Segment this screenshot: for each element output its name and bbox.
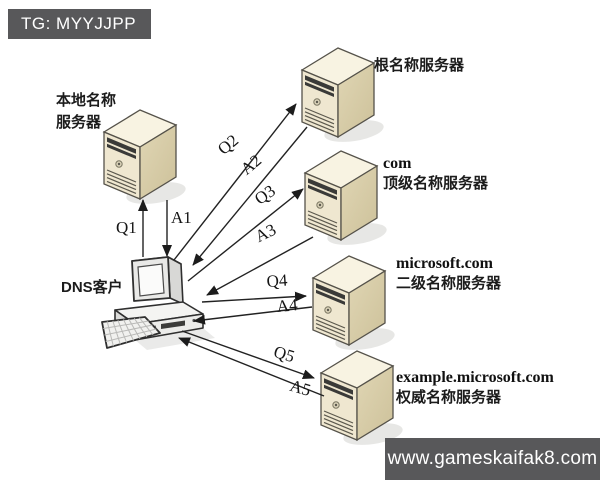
- local-name-server-icon: [103, 109, 188, 209]
- authoritative-server-title: example.microsoft.com: [396, 369, 554, 386]
- com-server-title: com: [383, 155, 412, 172]
- authoritative-server-label: example.microsoft.com 权威名称服务器: [396, 368, 554, 408]
- arrow-a5: [178, 337, 325, 397]
- root-server-label: 根名称服务器: [374, 57, 465, 74]
- arrow-a2: [192, 126, 308, 266]
- watermark-top-badge: TG: MYYJJPP: [8, 9, 151, 39]
- second-level-server-title: microsoft.com: [396, 255, 493, 272]
- second-level-server-icon: [312, 255, 397, 355]
- arrow-a4: [193, 306, 313, 325]
- second-level-server-subtitle: 二级名称服务器: [396, 275, 502, 292]
- second-level-server-label: microsoft.com 二级名称服务器: [396, 254, 501, 294]
- dns-client-label: DNS客户: [61, 279, 123, 296]
- computer-icon: [101, 256, 215, 350]
- local-server-label: 本地名称 服务器: [56, 90, 116, 134]
- arrow-label-a1: A1: [171, 208, 192, 227]
- arrow-label-q1: Q1: [116, 218, 137, 237]
- local-server-label-line1: 本地名称: [56, 92, 117, 109]
- arrow-label-q4: Q4: [266, 270, 289, 291]
- arrow-label-a4: A4: [276, 295, 299, 316]
- authoritative-server-icon: [320, 350, 405, 450]
- local-server-label-line2: 服务器: [56, 113, 102, 131]
- arrow-q5: [181, 330, 315, 380]
- com-server-label: com 顶级名称服务器: [383, 154, 488, 194]
- watermark-bottom-badge: www.gameskaifak8.com: [385, 438, 600, 480]
- com-server-subtitle: 顶级名称服务器: [383, 175, 489, 192]
- com-tld-server-icon: [304, 150, 389, 250]
- root-name-server-icon: [301, 47, 386, 147]
- arrow-q2: [173, 103, 297, 261]
- arrow-q4: [201, 291, 307, 303]
- arrow-q3: [187, 188, 304, 282]
- authoritative-server-subtitle: 权威名称服务器: [396, 389, 502, 406]
- arrow-a3: [206, 236, 314, 296]
